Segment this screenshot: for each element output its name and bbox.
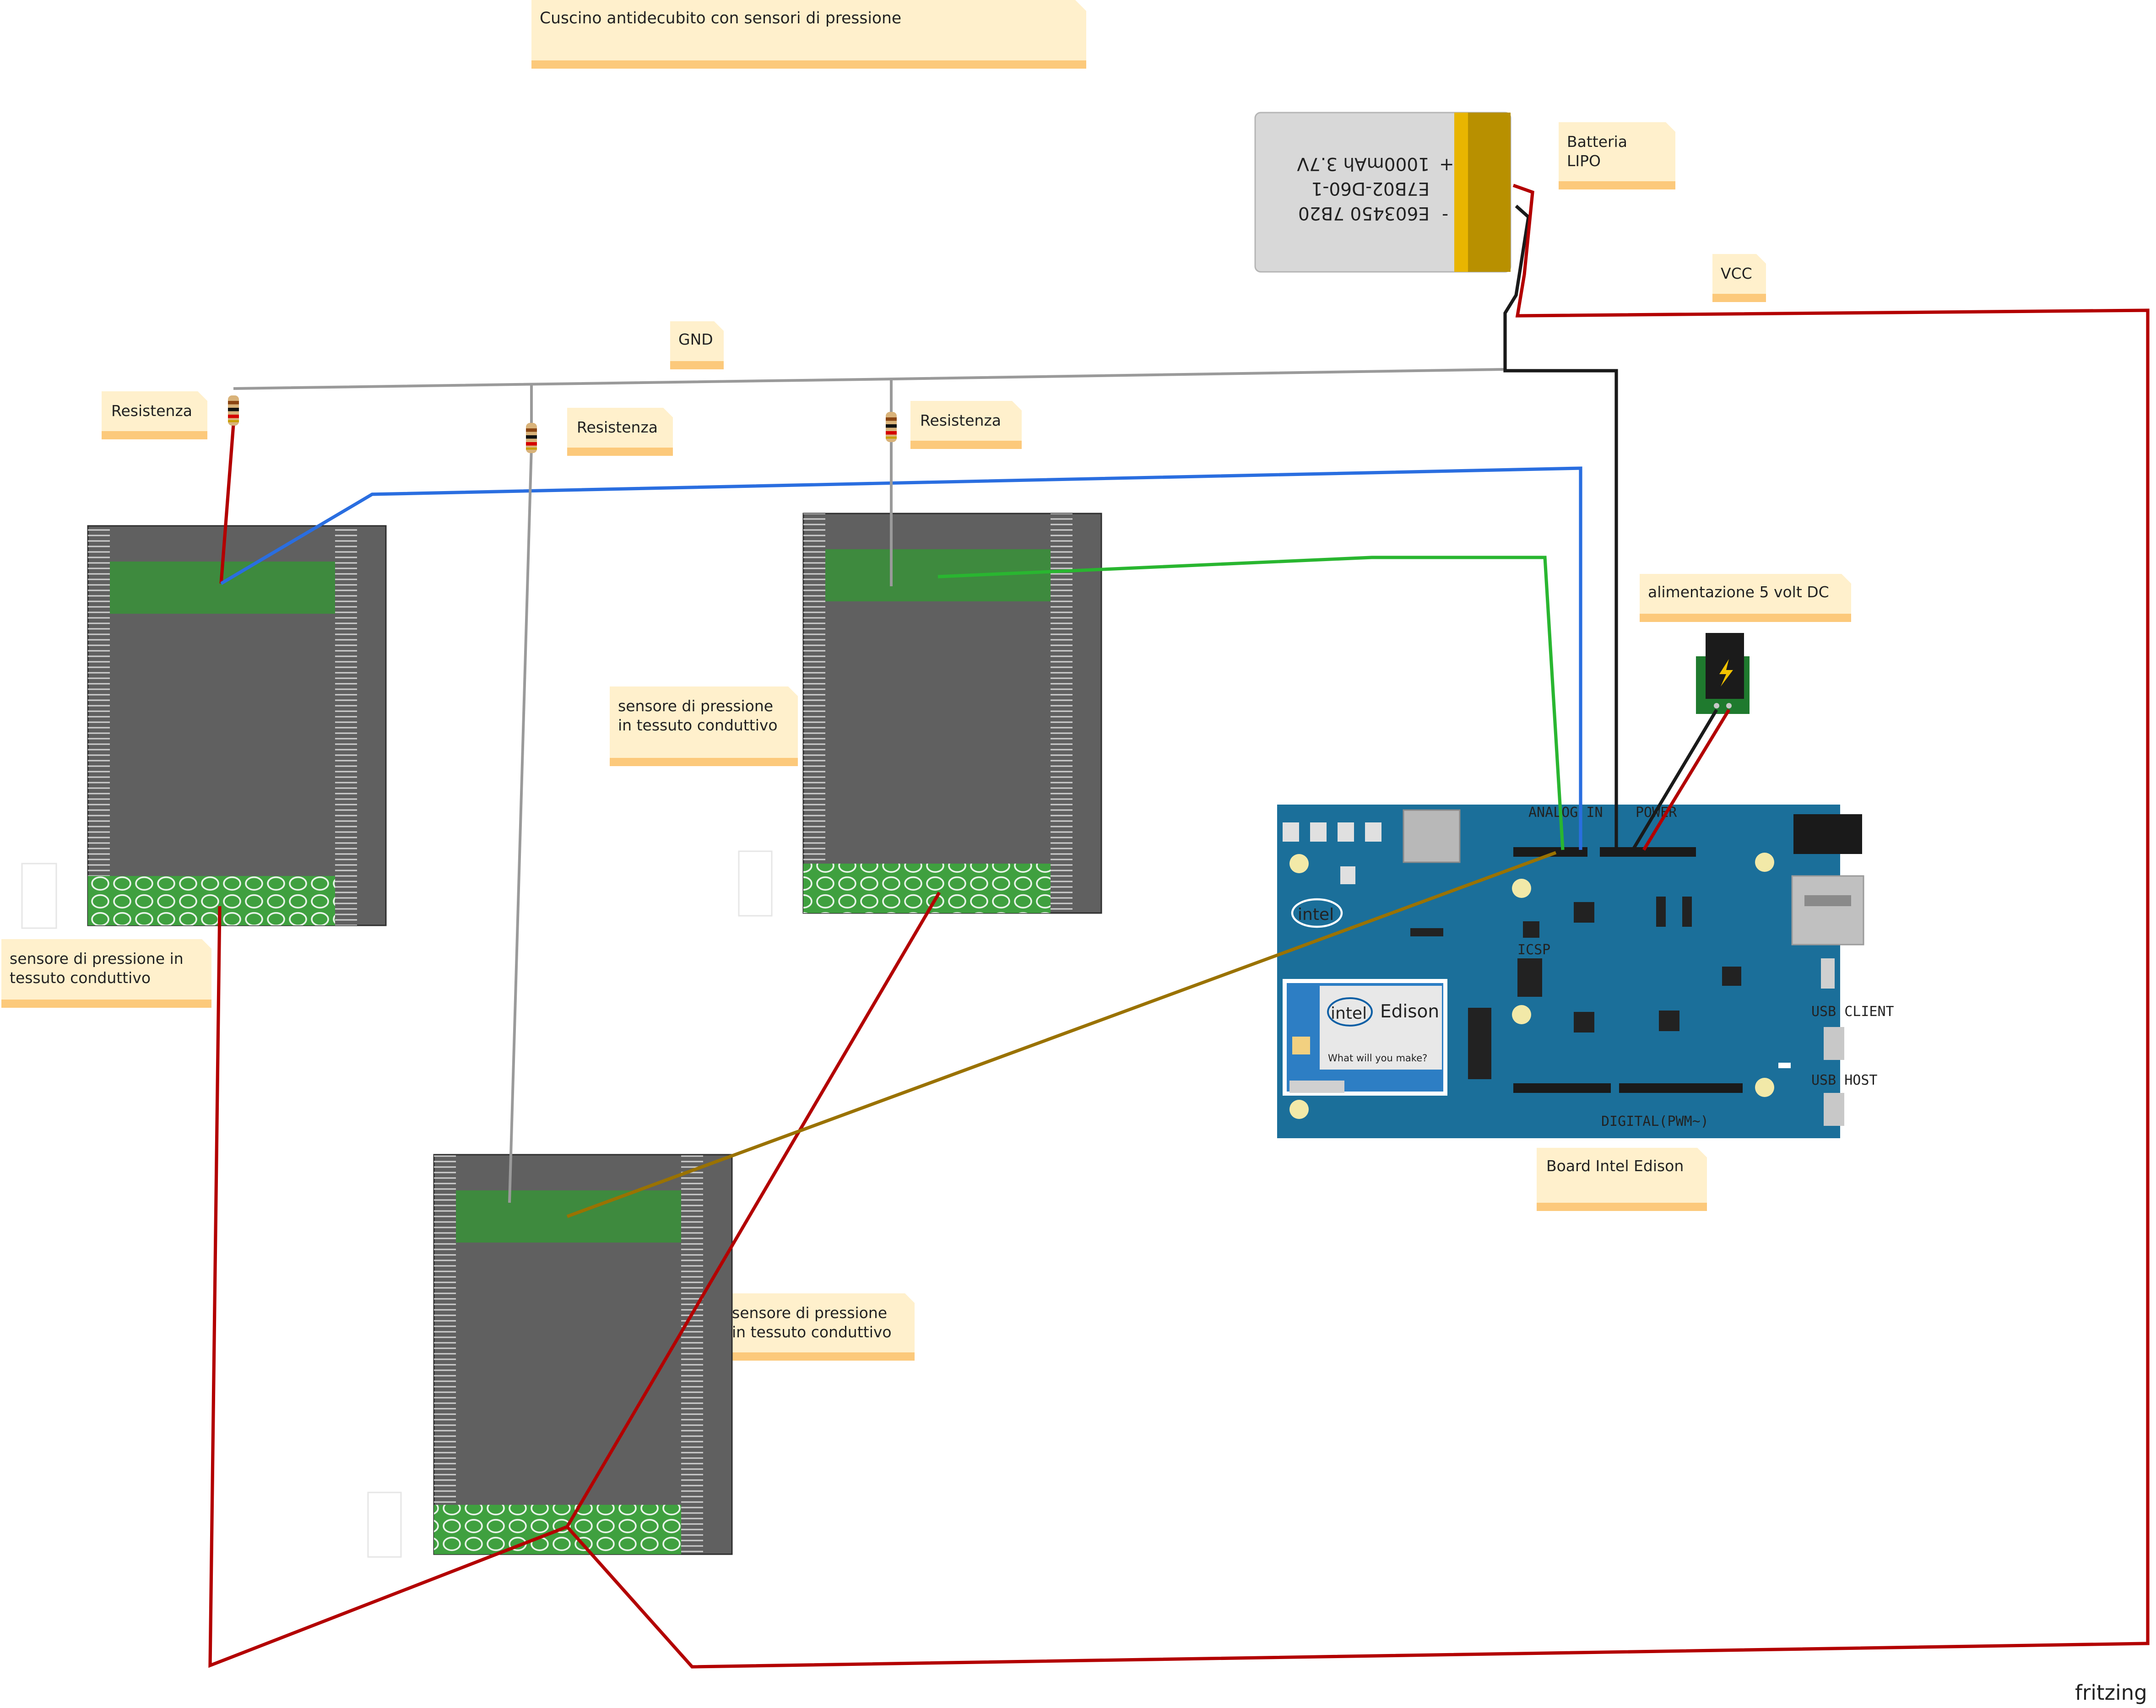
title-note-text: Cuscino antidecubito con sensori di pres… <box>540 9 901 27</box>
digital-header-label: DIGITAL(PWM~) <box>1601 1113 1709 1130</box>
battery-label: E603450 7B20 E7B02-D60-1 1000mAh 3.7V <box>1297 153 1430 223</box>
sensor-left-note-line-1: sensore di pressione in <box>10 950 184 968</box>
mount-hole <box>1512 879 1531 898</box>
resistor-mid-note-text: Resistenza <box>577 418 658 436</box>
mid-sensor-red-wire[interactable] <box>565 892 941 1528</box>
dc-power-jack[interactable] <box>1696 633 1750 714</box>
stitch-edge-left <box>803 513 825 913</box>
resistor-mid-note[interactable]: Resistenza <box>567 408 673 456</box>
usb-host-port <box>1824 1093 1844 1126</box>
module-intel-logo: intel <box>1331 1004 1367 1023</box>
power-header <box>1600 847 1696 857</box>
digital-header-2 <box>1619 1083 1743 1093</box>
sensor-left-note-line-2: tessuto conduttivo <box>10 969 151 987</box>
vcc-note[interactable]: VCC <box>1712 254 1766 302</box>
battery-text-3: 1000mAh 3.7V <box>1297 153 1430 174</box>
battery-text-1: E603450 7B20 <box>1298 203 1430 223</box>
sd-card-slot <box>1403 809 1461 863</box>
mount-hole <box>1289 854 1309 873</box>
signal-brown-wire[interactable] <box>566 851 1557 1218</box>
battery-minus: - <box>1442 204 1448 224</box>
resistor-right-note[interactable]: Resistenza <box>910 401 1022 449</box>
title-note[interactable]: Cuscino antidecubito con sensori di pres… <box>531 0 1086 69</box>
signal-green-wire[interactable] <box>937 556 1565 850</box>
switch <box>1821 958 1835 989</box>
lightning-icon <box>1719 659 1733 686</box>
jack-red-wire[interactable] <box>1642 709 1731 851</box>
barrel-jack <box>1793 814 1862 854</box>
sensor-bottom-note[interactable]: sensore di pressione in tessuto condutti… <box>724 1293 915 1361</box>
resistor-right-note-text: Resistenza <box>920 411 1001 429</box>
module-tagline: What will you make? <box>1328 1053 1427 1064</box>
board-note[interactable]: Board Intel Edison <box>1537 1148 1707 1211</box>
battery-note-line-1: Batteria <box>1567 133 1627 151</box>
mount-hole <box>1755 1078 1774 1097</box>
board-note-text: Board Intel Edison <box>1546 1157 1684 1175</box>
resistor-left[interactable] <box>228 395 239 426</box>
sensor-bottom-electrode <box>803 864 1051 913</box>
vcc-note-text: VCC <box>1721 265 1752 282</box>
blank-part <box>367 1492 402 1558</box>
gnd-black-wire[interactable] <box>1503 205 1618 850</box>
mount-hole <box>1512 1005 1531 1024</box>
sensor-mid-note-line-2: in tessuto conduttivo <box>618 716 778 734</box>
blank-part <box>738 850 773 917</box>
signal-blue-wire[interactable] <box>220 466 1582 850</box>
stitch-edge-left <box>434 1155 456 1554</box>
battery-text-2: E7B02-D60-1 <box>1311 178 1430 199</box>
gnd-note-text: GND <box>678 330 713 348</box>
sensor-left-note[interactable]: sensore di pressione in tessuto condutti… <box>1 939 211 1008</box>
power-supply-note-text: alimentazione 5 volt DC <box>1648 583 1829 601</box>
pressure-sensor-bottom[interactable] <box>433 1154 733 1555</box>
stitch-edge-right <box>335 526 357 925</box>
left-sensor-red-wire[interactable] <box>219 424 235 584</box>
icsp-label: ICSP <box>1517 942 1550 958</box>
usb-host-label: USB HOST <box>1811 1072 1878 1088</box>
pressure-sensor-mid[interactable] <box>802 513 1102 914</box>
analog-header <box>1513 847 1587 857</box>
sensor-bottom-electrode <box>88 876 335 925</box>
gnd-rail-wire[interactable] <box>233 368 1506 390</box>
stitch-edge-right <box>1051 513 1073 913</box>
intel-edison-board[interactable]: USB CLIENT USB HOST intel ICSP <box>1277 805 1894 1138</box>
sensor-mid-note-line-1: sensore di pressione <box>618 697 773 715</box>
resistor-left-note[interactable]: Resistenza <box>102 391 207 439</box>
usb-a-port <box>1791 875 1864 946</box>
usb-client-port <box>1824 1027 1844 1060</box>
module-name: Edison <box>1380 1001 1439 1022</box>
battery-plus: + <box>1439 154 1454 175</box>
blank-part <box>21 863 57 929</box>
digital-header-1 <box>1513 1083 1611 1093</box>
resistor-mid[interactable] <box>526 423 537 453</box>
vcc-red-wire[interactable] <box>208 184 2150 1669</box>
resistor-left-note-text: Resistenza <box>111 402 192 420</box>
mount-hole <box>1755 853 1774 872</box>
sensor-bottom-note-line-2: in tessuto conduttivo <box>732 1323 892 1341</box>
sensor-bottom-note-line-1: sensore di pressione <box>732 1304 887 1322</box>
icsp-header <box>1517 958 1542 997</box>
pressure-sensor-left[interactable] <box>87 525 387 926</box>
bottom-sensor-gray-wire[interactable] <box>508 447 533 1203</box>
fritzing-watermark: fritzing <box>2075 1681 2147 1705</box>
lipo-battery[interactable]: E603450 7B20 E7B02-D60-1 1000mAh 3.7V + … <box>1254 112 1511 273</box>
battery-note-line-2: LIPO <box>1567 152 1601 170</box>
stitch-edge-right <box>681 1155 703 1554</box>
sensor-mid-note[interactable]: sensore di pressione in tessuto condutti… <box>610 686 798 766</box>
power-supply-note[interactable]: alimentazione 5 volt DC <box>1640 574 1851 622</box>
usb-client-label: USB CLIENT <box>1811 1004 1894 1020</box>
mount-hole <box>1289 1100 1309 1119</box>
analog-header-label: ANALOG IN <box>1528 805 1603 821</box>
battery-note[interactable]: Batteria LIPO <box>1559 122 1675 189</box>
stitch-edge-left <box>88 526 110 925</box>
resistor-right[interactable] <box>886 412 897 442</box>
intel-logo: intel <box>1298 905 1334 924</box>
jack-black-wire[interactable] <box>1631 709 1718 851</box>
gnd-note[interactable]: GND <box>670 321 724 369</box>
